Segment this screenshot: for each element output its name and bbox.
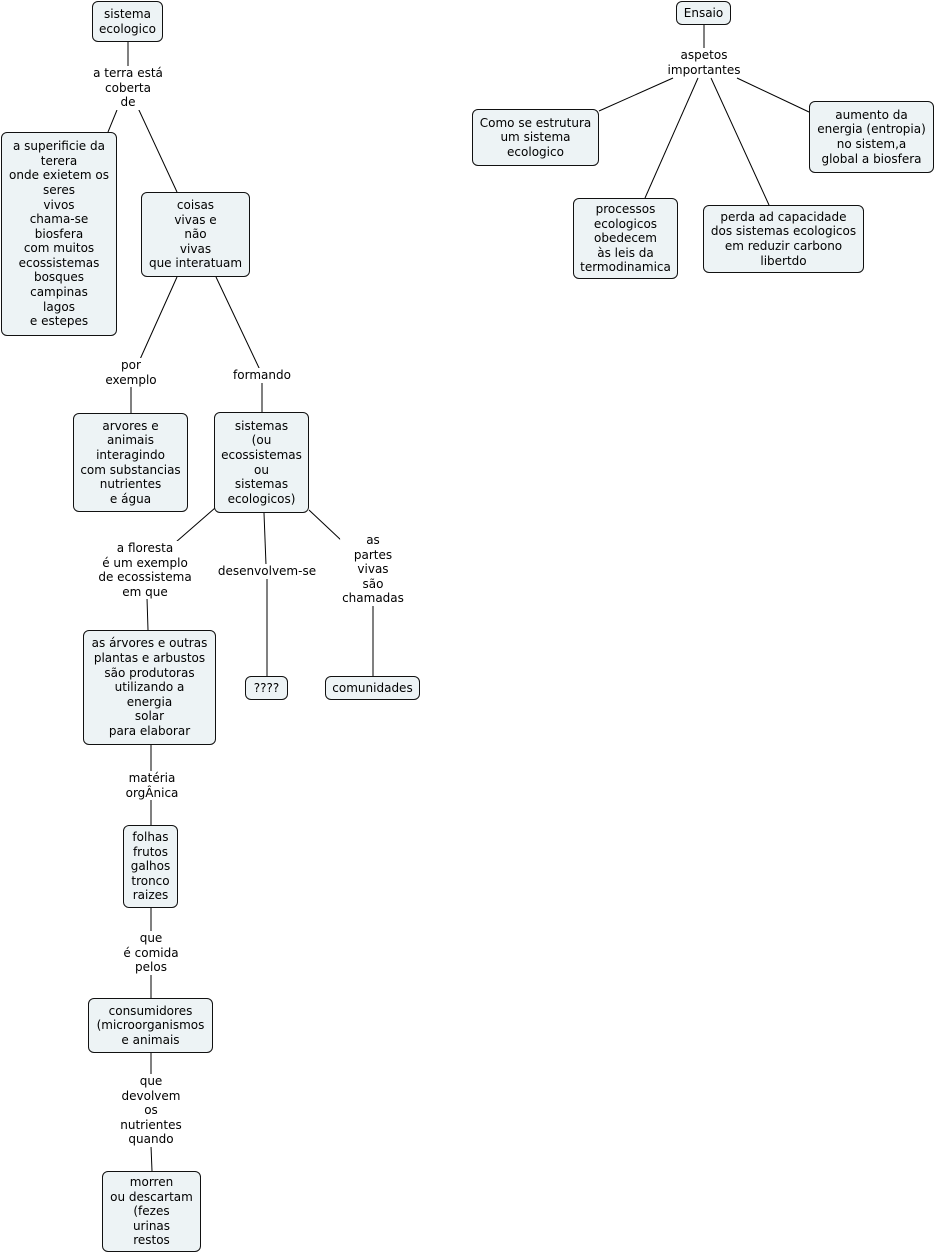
concept-aumento[interactable]: aumento da energia (entropia) no sistem,… bbox=[809, 101, 934, 173]
concept-sistema-ecologico[interactable]: sistema ecologico bbox=[92, 1, 163, 42]
link-formando: formando bbox=[231, 368, 293, 383]
link-materia: matéria orgÂnica bbox=[123, 771, 181, 801]
concept-interrogacao[interactable]: ???? bbox=[245, 676, 288, 700]
link-terra-coberta: a terra está coberta de bbox=[91, 66, 165, 110]
concept-morren[interactable]: morren ou descartam (fezes urinas restos bbox=[102, 1171, 201, 1252]
concept-coisas-vivas[interactable]: coisas vivas e não vivas que interatuam bbox=[141, 192, 250, 277]
link-comida: que é comida pelos bbox=[121, 931, 181, 975]
concept-processos[interactable]: processos ecologicos obedecem às leis da… bbox=[573, 198, 678, 279]
link-por-exemplo: por exemplo bbox=[103, 358, 159, 388]
concept-arvores-animais[interactable]: arvores e animais interagindo com substa… bbox=[73, 413, 188, 512]
link-aspetos: aspetos importantes bbox=[665, 48, 743, 78]
link-devolvem: que devolvem os nutrientes quando bbox=[118, 1074, 184, 1147]
link-partes-vivas: as partes vivas são chamadas bbox=[340, 533, 406, 606]
concept-comunidades[interactable]: comunidades bbox=[325, 676, 420, 700]
concept-sistemas[interactable]: sistemas (ou ecossistemas ou sistemas ec… bbox=[214, 412, 309, 513]
concept-consumidores[interactable]: consumidores (microorganismos e animais bbox=[88, 998, 213, 1053]
concept-folhas[interactable]: folhas frutos galhos tronco raizes bbox=[123, 825, 178, 908]
link-floresta: a floresta é um exemplo de ecossistema e… bbox=[96, 541, 194, 600]
link-desenvolvem: desenvolvem-se bbox=[215, 564, 319, 579]
concept-superficie-biosfera[interactable]: a superificie da terera onde exietem os … bbox=[1, 132, 117, 336]
concept-perda[interactable]: perda ad capacidade dos sistemas ecologi… bbox=[703, 205, 864, 273]
concept-estrutura[interactable]: Como se estrutura um sistema ecologico bbox=[472, 109, 599, 166]
concept-ensaio[interactable]: Ensaio bbox=[676, 1, 731, 25]
concept-arvores-produtoras[interactable]: as árvores e outras plantas e arbustos s… bbox=[83, 630, 216, 745]
